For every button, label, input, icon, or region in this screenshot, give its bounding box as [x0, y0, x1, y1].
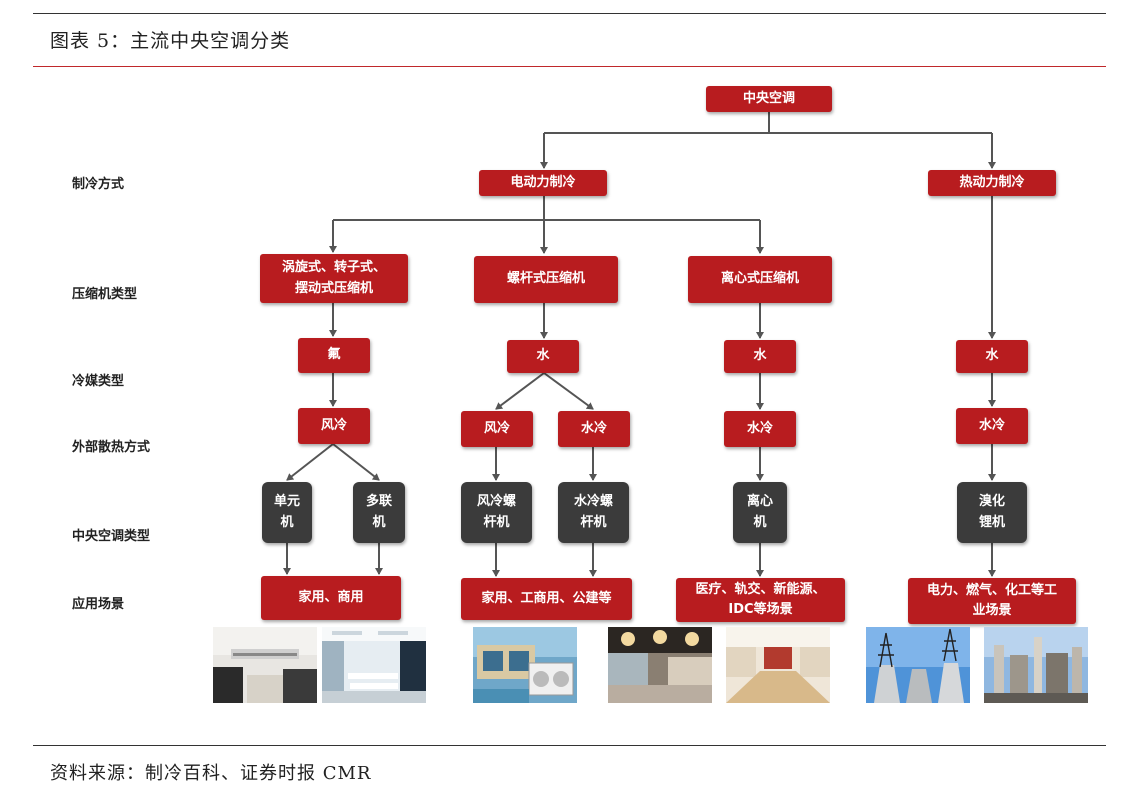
node-compressor-scroll: 涡旋式、转子式、 摆动式压缩机: [260, 254, 408, 303]
row-label-cooling-method: 制冷方式: [72, 177, 125, 192]
node-type-multi-split: 多联 机: [353, 482, 405, 543]
footer-rule: [33, 745, 1106, 746]
node-refrigerant-freon: 氟: [298, 338, 370, 373]
node-app-medical-rail: 医疗、轨交、新能源、 IDC等场景: [676, 578, 845, 622]
node-heat-air-cooled-1: 风冷: [298, 408, 370, 444]
node-heat-water-cooled-3: 水冷: [724, 411, 796, 447]
title-underline: [33, 66, 1106, 67]
node-refrigerant-water-thermal: 水: [956, 340, 1028, 373]
row-label-ac-type: 中央空调类型: [72, 529, 151, 544]
node-compressor-screw: 螺杆式压缩机: [474, 256, 618, 303]
row-label-heat-dissipation: 外部散热方式: [72, 440, 151, 455]
node-type-air-cooled-screw: 风冷螺 杆机: [461, 482, 532, 543]
photo-home-ceiling-ac: [213, 627, 317, 703]
node-central-ac: 中央空调: [706, 86, 832, 112]
node-app-power-industry: 电力、燃气、化工等工 业场景: [908, 578, 1076, 624]
node-heat-water-cooled-4: 水冷: [956, 408, 1028, 444]
node-type-unitary: 单元 机: [262, 482, 312, 543]
node-thermal-cooling: 热动力制冷: [928, 170, 1056, 196]
node-type-water-cooled-screw: 水冷螺 杆机: [558, 482, 629, 543]
figure-title: 图表 5：主流中央空调分类: [50, 30, 291, 52]
node-heat-water-cooled-2: 水冷: [558, 411, 630, 447]
photo-outdoor-units: [473, 627, 577, 703]
photo-hall: [726, 627, 830, 703]
row-label-application: 应用场景: [72, 597, 125, 612]
figure-source: 资料来源：制冷百科、证券时报 CMR: [50, 763, 372, 784]
node-compressor-centrifugal: 离心式压缩机: [688, 256, 832, 303]
node-type-centrifugal: 离心 机: [733, 482, 787, 543]
photo-metro-station: [608, 627, 712, 703]
photo-chemical-plant: [984, 627, 1088, 703]
node-heat-air-cooled-2: 风冷: [461, 411, 533, 447]
node-refrigerant-water-centrifugal: 水: [724, 340, 796, 373]
row-label-refrigerant-type: 冷媒类型: [72, 374, 125, 389]
row-label-compressor-type: 压缩机类型: [72, 287, 138, 302]
photo-power-plant: [866, 627, 970, 703]
top-rule: [33, 13, 1106, 14]
photo-office: [322, 627, 426, 703]
node-refrigerant-water-screw: 水: [507, 340, 579, 373]
node-electric-cooling: 电动力制冷: [479, 170, 607, 196]
node-type-lithium-bromide: 溴化 锂机: [957, 482, 1027, 543]
node-app-home-commercial: 家用、商用: [261, 576, 401, 620]
node-app-industrial-commercial: 家用、工商用、公建等: [461, 578, 632, 620]
